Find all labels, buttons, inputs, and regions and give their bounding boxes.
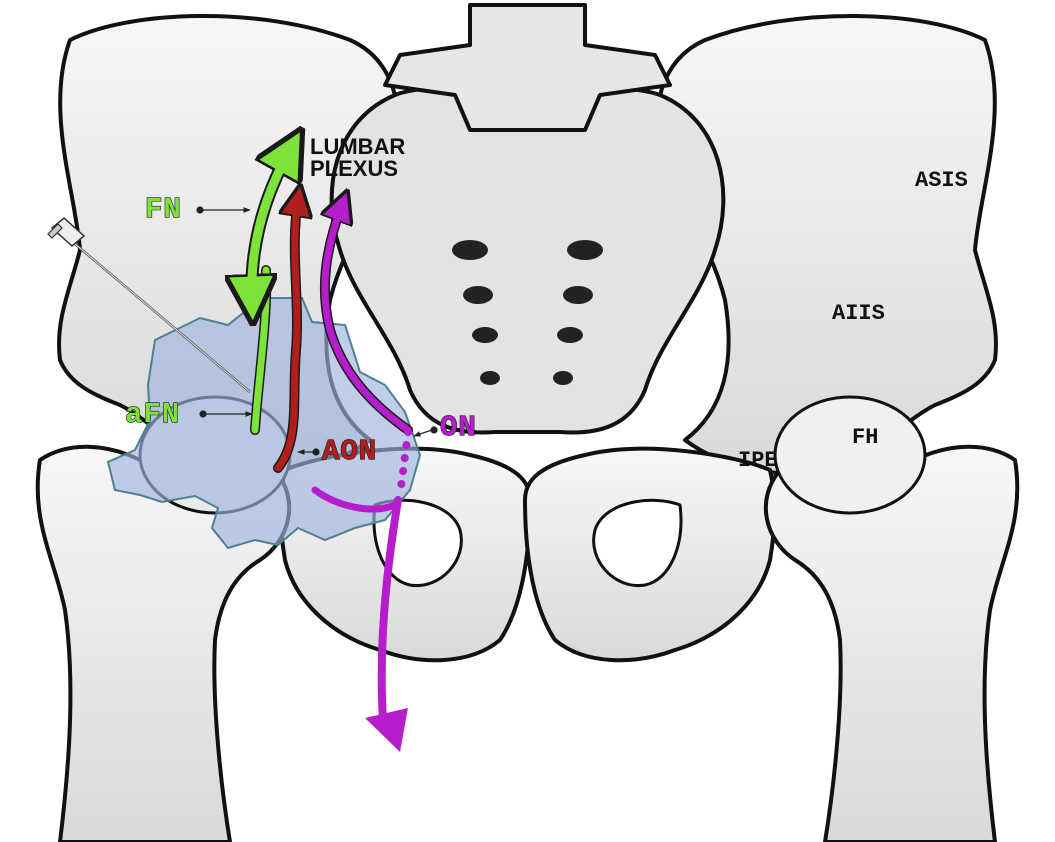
right-femur (766, 446, 1017, 842)
lumbar-plexus-line-1: LUMBAR (310, 136, 405, 158)
ipe-label: IPE (738, 450, 778, 472)
fh-label: FH (852, 427, 878, 449)
on-label: ON (440, 413, 477, 442)
right-femoral-head (775, 397, 925, 513)
lumbar-plexus-line-2: PLEXUS (310, 158, 405, 180)
aon-label: AON (322, 437, 377, 466)
aiis-label: AIIS (832, 303, 885, 325)
obturator-nerve-arrowhead (365, 708, 408, 752)
fn-label: FN (145, 195, 182, 224)
lumbar-plexus-label: LUMBAR PLEXUS (310, 136, 405, 180)
afn-label: aFN (125, 400, 180, 429)
asis-label: ASIS (915, 170, 968, 192)
